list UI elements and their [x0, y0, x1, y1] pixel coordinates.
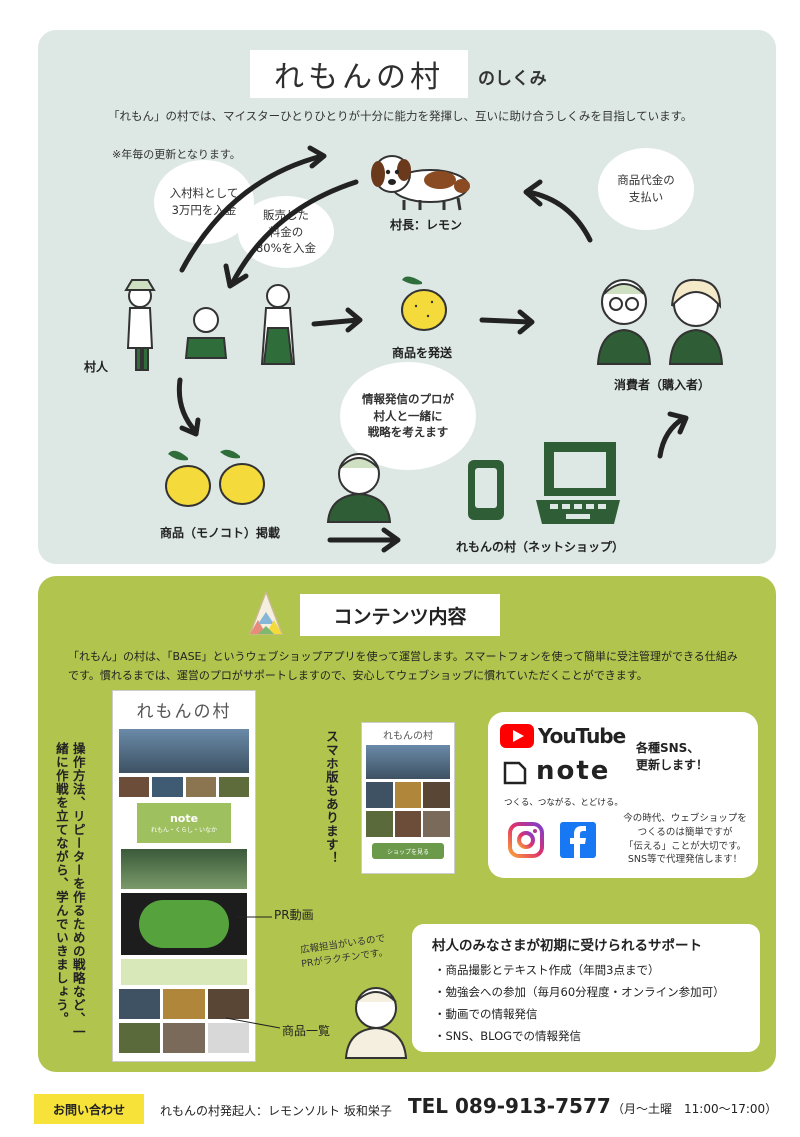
founder-info: れもんの村発起人：レモンソルト 坂和栄子 [160, 1104, 392, 1118]
arrows-flow [176, 145, 689, 553]
support-title: 村人のみなさまが初期に受けられるサポート [432, 938, 702, 954]
yearly-update-note: ※年毎の更新となります。 [112, 148, 241, 161]
label-ship: 商品を発送 [392, 346, 453, 360]
items-pointer [225, 1017, 281, 1029]
label-chief: 村長：レモン [390, 218, 463, 232]
note-label: note [536, 756, 611, 786]
consumers-icon [596, 278, 724, 365]
pc-site-logo: れもんの村 [136, 701, 232, 722]
vertical-caption-sp: スマホ版もあります！ [323, 730, 339, 865]
sns-desc: 今の時代、ウェブショップを つくるのは簡単ですが 「伝える」ことが大切です。 S… [623, 813, 747, 866]
label-villagers: 村人 [84, 360, 109, 374]
support-box: 村人のみなさまが初期に受けられるサポート ・商品撮影とテキスト作成（年間3点まで… [412, 924, 760, 1052]
label-pr-video: PR動画 [274, 908, 314, 922]
facebook-icon[interactable] [560, 822, 596, 858]
contact-badge: お問い合わせ [34, 1094, 144, 1124]
vertical-caption-learn: 操作方法、リピーターを作るための戦略など、一緒に作戦を立てながら、学んでいきまし… [53, 742, 86, 1039]
pr-pointer [236, 916, 272, 918]
dog-chief-icon [371, 155, 470, 211]
phone-number[interactable]: TEL 089-913-7577 [408, 1094, 611, 1118]
contents-lead: 「れもん」の村は、「BASE」というウェブショップアプリを使って運営します。スマ… [68, 650, 738, 682]
shikumi-lead: 「れもん」の村では、マイスターひとりひとりが十分に能力を発揮し、互いに助け合うし… [108, 109, 693, 123]
sp-site-logo: れもんの村 [383, 730, 433, 742]
pro-person-icon [326, 453, 392, 523]
youtube-icon[interactable] [500, 724, 534, 748]
support-item: ・商品撮影とテキスト作成（年間3点まで） [434, 963, 660, 977]
label-shop: れもんの村（ネットショップ） [456, 540, 625, 554]
sp-site-screenshot: れもんの村 ショップを見る [361, 722, 455, 874]
label-listing: 商品（モノコト）掲載 [160, 526, 281, 540]
support-item: ・勉強会への参加（毎月60分程度・オンライン参加可） [434, 985, 725, 999]
sns-update-note: 各種SNS、 更新します！ [636, 741, 709, 772]
note-tagline: つくる、つながる、とどける。 [504, 798, 623, 808]
bubble-payment: 商品代金の支払い [598, 148, 694, 230]
pc-banner-row [121, 959, 247, 985]
support-item: ・SNS、BLOGでの情報発信 [434, 1029, 582, 1043]
note-icon[interactable] [502, 760, 528, 786]
villagers-icon [124, 279, 296, 371]
pc-site-screenshot: れもんの村 note れもん・くらし・いなか [112, 690, 256, 1062]
lemon-icon [401, 276, 447, 331]
pr-staff-icon [344, 987, 408, 1059]
tent-icon [248, 589, 284, 635]
label-item-list: 商品一覧 [282, 1024, 331, 1038]
support-item: ・動画での情報発信 [434, 1007, 538, 1021]
logo-title: れもんの村 [250, 50, 468, 98]
instagram-icon[interactable] [508, 822, 544, 858]
logo-suffix: のしくみ [478, 69, 547, 89]
bubble-pro-support: 情報発信のプロが村人と一緒に戦略を考えます [340, 362, 476, 470]
sp-hero-photo [366, 745, 450, 779]
pc-items-row-1 [119, 989, 249, 1019]
logo-text: れもんの村 [274, 60, 444, 95]
youtube-label: YouTube [538, 724, 626, 748]
label-consumer: 消費者（購入者） [614, 378, 711, 392]
pc-items-row-2 [119, 1023, 249, 1053]
business-hours: （月～土曜 11:00～17:00） [612, 1102, 778, 1116]
sp-thumbs-row-2 [366, 811, 451, 837]
pc-photo [121, 849, 247, 889]
phone-icon [468, 460, 504, 520]
sp-shop-button[interactable]: ショップを見る [372, 843, 444, 859]
two-lemons-icon [165, 449, 265, 507]
pc-hero-photo [119, 729, 249, 773]
pc-thumbs-row [119, 777, 249, 797]
sp-thumbs-row-1 [366, 782, 451, 808]
pc-note-banner: note れもん・くらし・いなか [137, 803, 231, 843]
laptop-icon [536, 442, 620, 524]
pr-video-frame[interactable] [121, 893, 247, 955]
contents-title: コンテンツ内容 [300, 594, 500, 636]
